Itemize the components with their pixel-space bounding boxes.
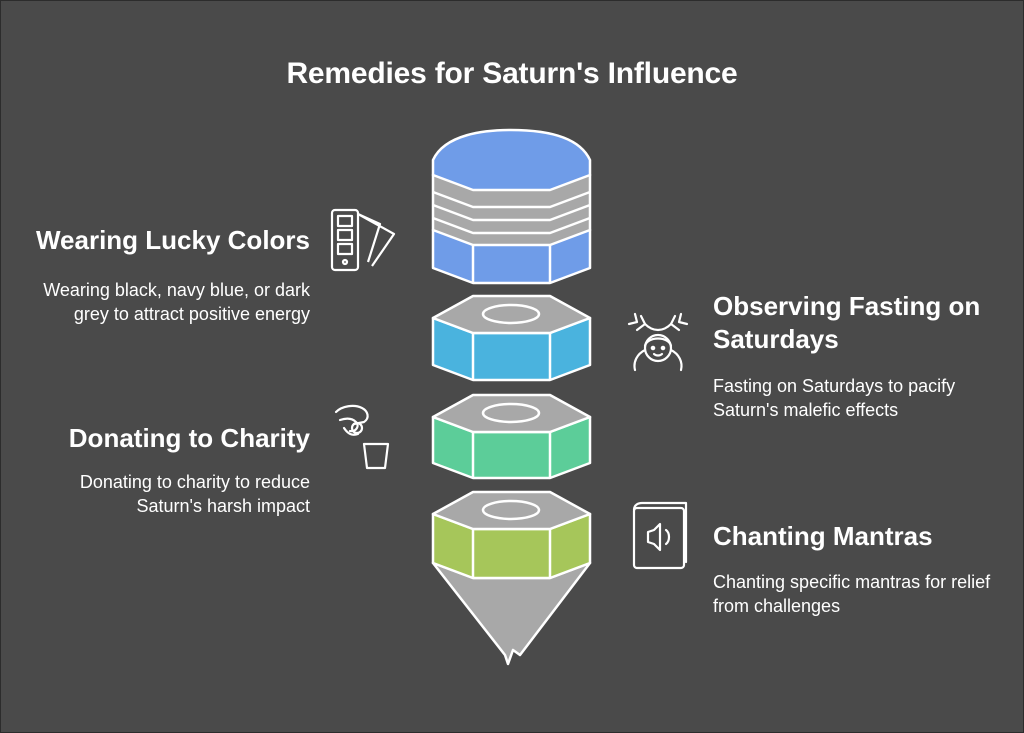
- donation-hand-icon: [334, 404, 390, 470]
- page-title: Remedies for Saturn's Influence: [286, 57, 738, 90]
- block-charity: [431, 393, 592, 480]
- block-lucky-colors: [431, 128, 592, 285]
- desc-fasting: Fasting on Saturdays to pacify Saturn's …: [713, 376, 956, 420]
- color-swatch-icon: [330, 208, 396, 272]
- desc-lucky-colors: Wearing black, navy blue, or dark grey t…: [43, 280, 310, 324]
- block-fasting: [431, 294, 592, 382]
- block-mantras: [431, 490, 592, 666]
- heading-fasting: Observing Fasting on Saturdays: [713, 291, 981, 354]
- heading-mantras: Chanting Mantras: [713, 521, 933, 551]
- fasting-person-icon: [627, 312, 689, 372]
- heading-charity: Donating to Charity: [68, 423, 310, 453]
- mantra-book-icon: [632, 501, 688, 570]
- desc-charity: Donating to charity to reduce Saturn's h…: [79, 472, 310, 516]
- heading-lucky-colors: Wearing Lucky Colors: [35, 225, 310, 255]
- block-lucky-colors-top: [431, 128, 592, 192]
- desc-mantras: Chanting specific mantras for relief fro…: [713, 572, 991, 616]
